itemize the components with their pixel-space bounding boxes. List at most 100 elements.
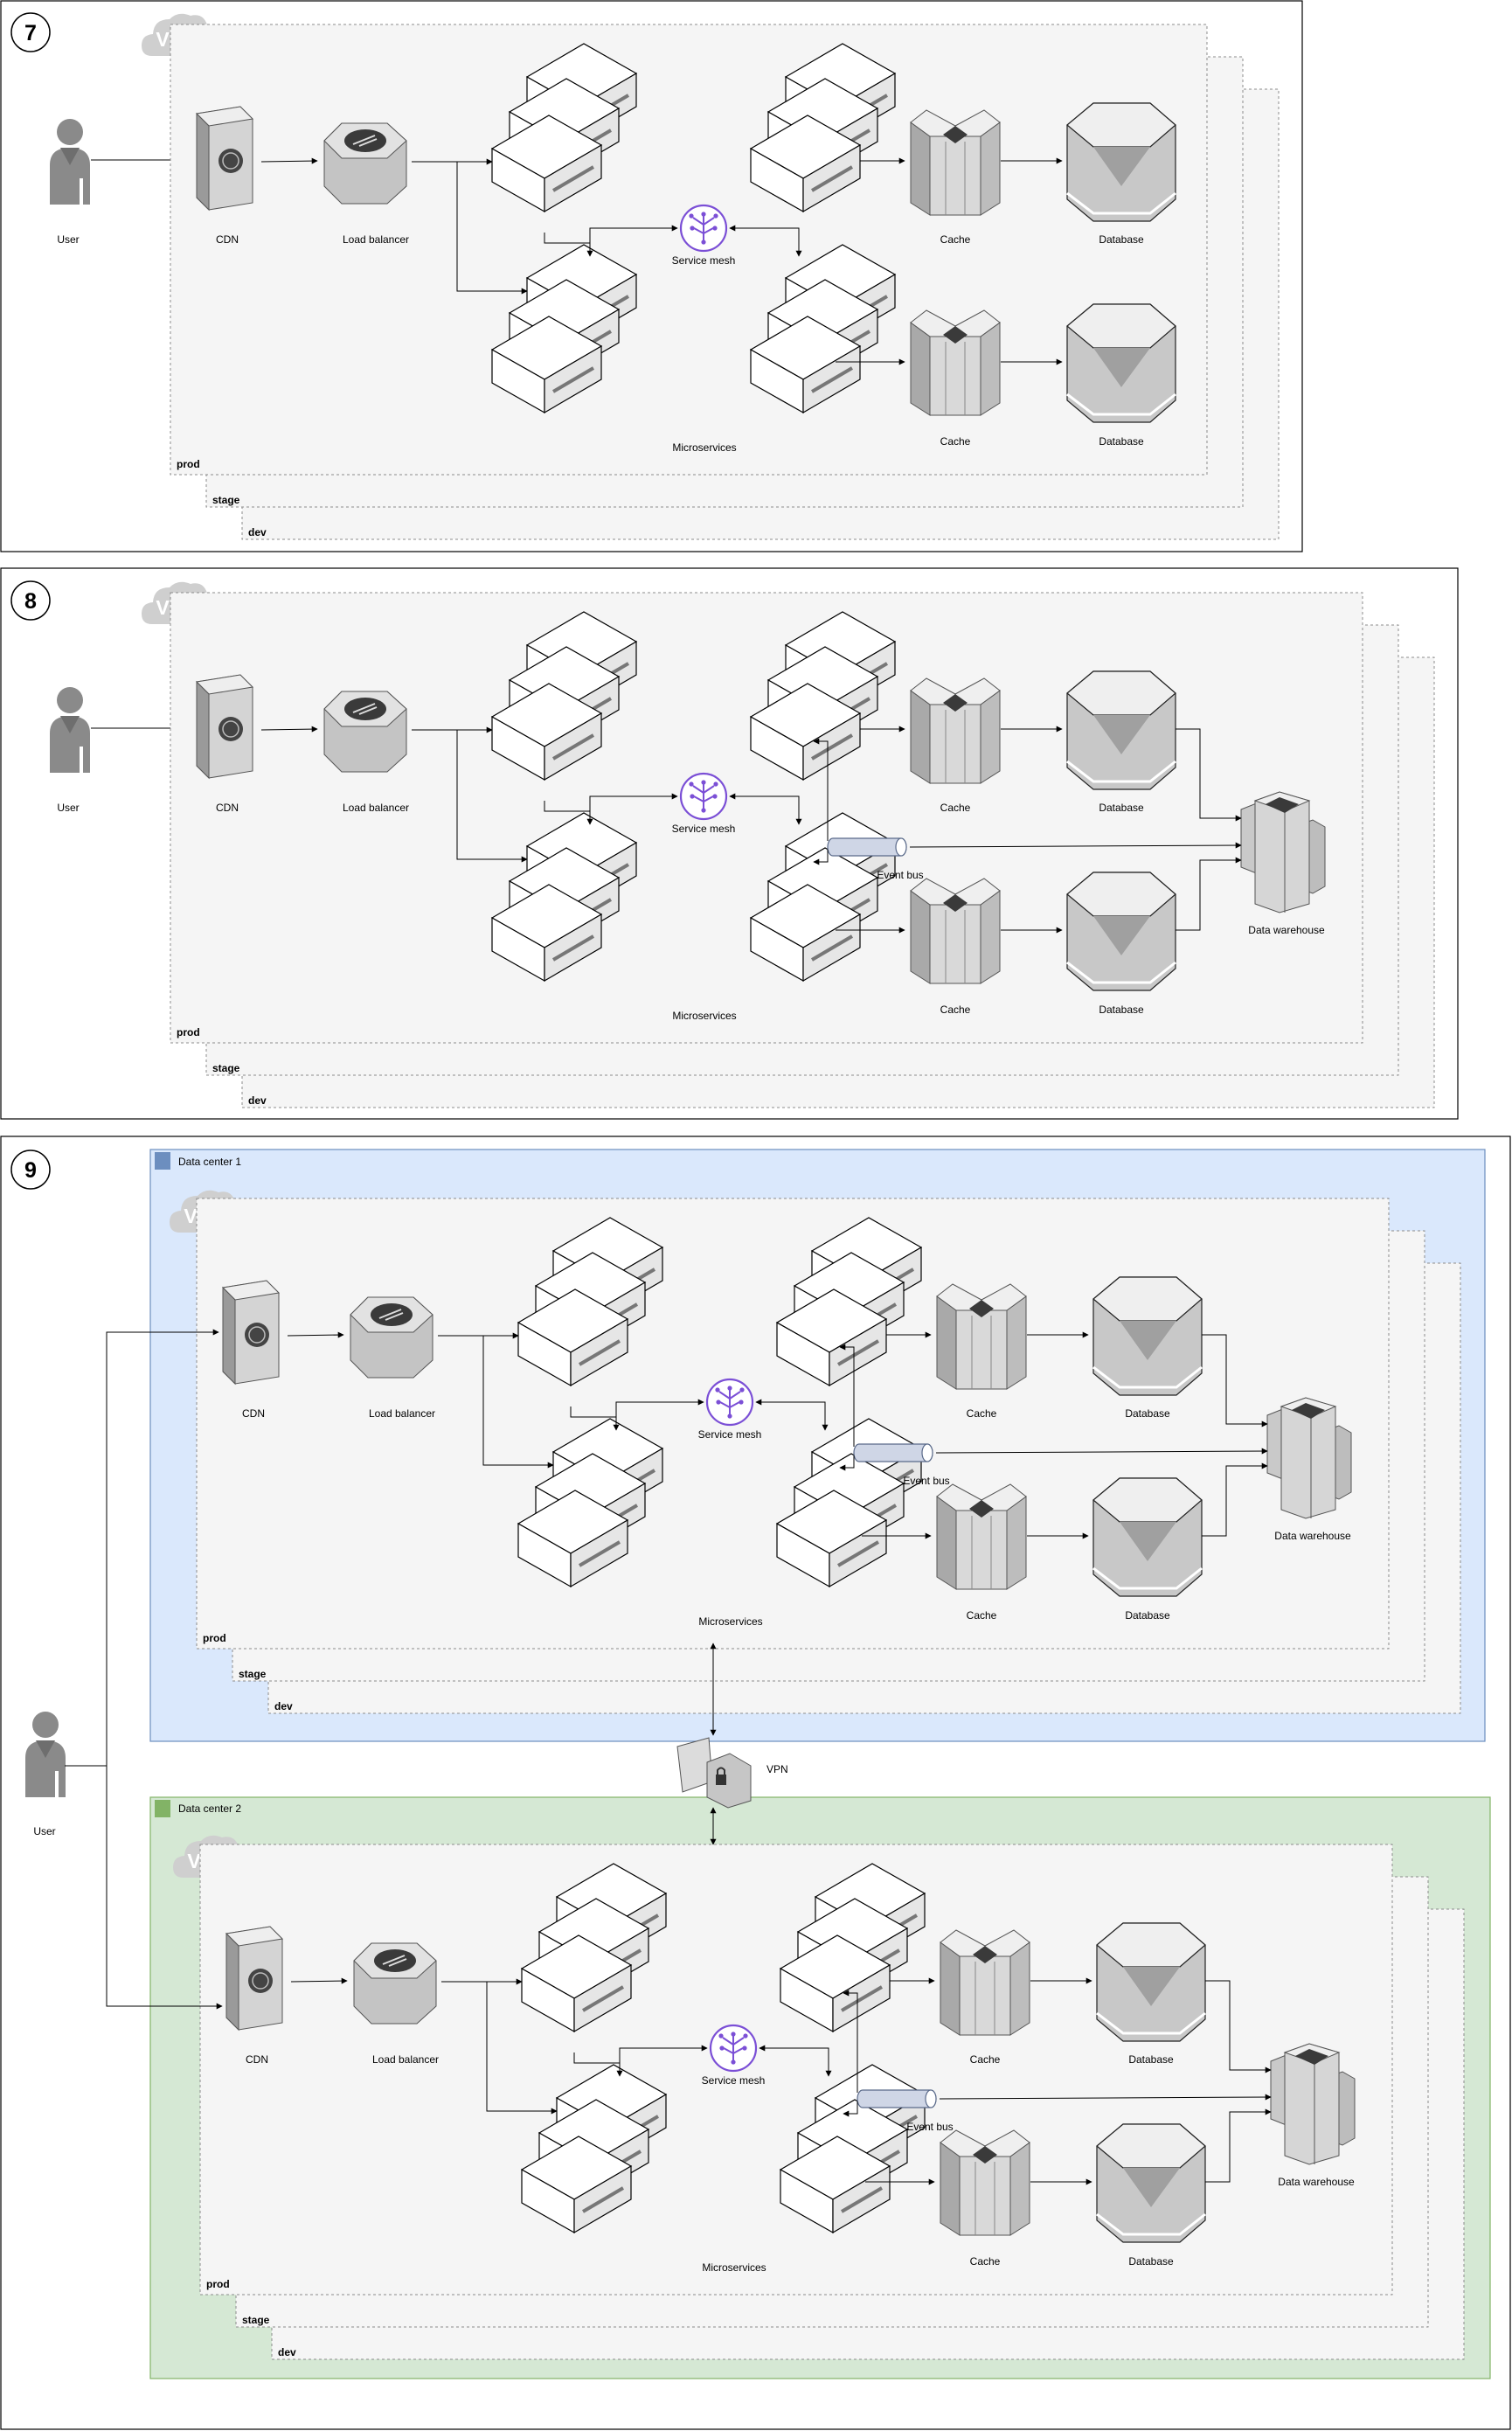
environment-prod-label: prod bbox=[206, 2278, 230, 2290]
mesh-node bbox=[712, 794, 718, 799]
user-collar bbox=[36, 1740, 55, 1758]
db-facet bbox=[1093, 348, 1150, 387]
service-mesh-label: Service mesh bbox=[672, 254, 736, 267]
database-top-label: Database bbox=[1128, 2053, 1174, 2066]
cache-right bbox=[1006, 1496, 1027, 1590]
cache-left bbox=[910, 122, 931, 216]
user-collar bbox=[60, 148, 80, 165]
db-facet bbox=[1093, 147, 1150, 186]
user-body bbox=[25, 1740, 66, 1797]
service-mesh-icon bbox=[679, 204, 728, 253]
cdn-side bbox=[222, 1286, 236, 1386]
cache-top bbox=[910, 677, 1001, 705]
environment-dev-label: dev bbox=[248, 1094, 267, 1107]
database-icon bbox=[1096, 1922, 1206, 2042]
vpn-lock-shackle bbox=[717, 1767, 725, 1775]
mesh-branches bbox=[692, 216, 715, 240]
connector-arrow bbox=[260, 157, 318, 164]
panel-number-badge: 8 bbox=[10, 580, 51, 621]
user-to-cdn-dc2 bbox=[106, 1766, 223, 2010]
panel-number-badge: 7 bbox=[10, 12, 51, 52]
user-label: User bbox=[57, 233, 79, 246]
microservice-server-icon bbox=[749, 683, 862, 781]
lb-to-bottom-services bbox=[482, 1336, 554, 1469]
load-balancer-icon bbox=[323, 122, 407, 205]
cache-top bbox=[940, 2129, 1030, 2157]
service-mesh-icon bbox=[705, 1378, 754, 1427]
database-icon bbox=[1066, 102, 1176, 222]
bus-to-service bbox=[813, 850, 829, 865]
cache-lines bbox=[945, 710, 966, 783]
bus-end bbox=[925, 2089, 937, 2108]
mesh-node bbox=[716, 1400, 721, 1405]
server-slot bbox=[810, 366, 854, 393]
bus-end bbox=[895, 837, 907, 857]
cache-top bbox=[940, 1929, 1030, 1957]
environment-stage-label: stage bbox=[212, 494, 240, 506]
db-band bbox=[1092, 1566, 1203, 1590]
data-warehouse-icon bbox=[1266, 1397, 1352, 1519]
mesh-node bbox=[718, 2033, 724, 2039]
environment-stage-label: stage bbox=[239, 1668, 267, 1680]
lb-emblem bbox=[374, 1949, 416, 1972]
vpn-label: VPN bbox=[766, 1763, 788, 1775]
user-collar bbox=[60, 716, 80, 733]
cache-icon bbox=[936, 1283, 1027, 1390]
panel-number: 8 bbox=[24, 589, 37, 614]
server-slot bbox=[551, 165, 595, 192]
server-slot bbox=[581, 1985, 625, 2012]
cache-emblem bbox=[973, 1946, 997, 1963]
microservice-server-icon bbox=[749, 884, 862, 983]
cache-right bbox=[980, 690, 1001, 784]
db-band bbox=[1066, 760, 1176, 783]
cache-lines bbox=[945, 142, 966, 215]
db-bottom-to-warehouse bbox=[1205, 2108, 1272, 2183]
cache-icon bbox=[910, 677, 1001, 784]
user-head bbox=[57, 119, 83, 145]
service-mesh-label: Service mesh bbox=[672, 823, 736, 835]
mesh-node bbox=[712, 226, 718, 231]
db-top-to-warehouse bbox=[1176, 728, 1242, 822]
data-warehouse-icon bbox=[1240, 791, 1326, 913]
cdn-globe bbox=[245, 1323, 269, 1347]
cache-top bbox=[936, 1283, 1027, 1311]
connector-arrow bbox=[290, 1977, 348, 1984]
cache-lines bbox=[974, 2162, 995, 2235]
mesh-node bbox=[727, 1386, 732, 1391]
microservice-server-icon bbox=[490, 316, 603, 414]
db-band bbox=[1066, 961, 1176, 984]
load-balancer-icon bbox=[350, 1296, 433, 1379]
microservices-label: Microservices bbox=[702, 2261, 766, 2274]
badge-circle bbox=[10, 580, 51, 621]
user-body bbox=[50, 148, 90, 205]
bus-to-service bbox=[839, 1455, 855, 1471]
panel-7: 7VPCUserdevstageprodCDNLoad balancerServ… bbox=[0, 0, 1303, 552]
mesh-branches bbox=[718, 1390, 741, 1414]
cache-bottom-label: Cache bbox=[970, 2255, 1001, 2268]
mesh-node bbox=[739, 1400, 744, 1405]
environment-prod-frame bbox=[170, 592, 1363, 1044]
mesh-node bbox=[701, 212, 706, 217]
cache-front bbox=[929, 904, 981, 984]
environment-prod-label: prod bbox=[177, 1026, 200, 1038]
microservices-label: Microservices bbox=[672, 1010, 736, 1022]
environment-dev-label: dev bbox=[278, 2346, 296, 2358]
db-band bbox=[1096, 2011, 1206, 2035]
cdn-label: CDN bbox=[216, 802, 239, 814]
mesh-node bbox=[701, 808, 706, 813]
microservice-server-icon bbox=[517, 1490, 629, 1588]
bus-to-warehouse bbox=[935, 1448, 1268, 1455]
database-bottom-label: Database bbox=[1099, 435, 1144, 448]
cache-top bbox=[910, 878, 1001, 906]
cache-right bbox=[980, 122, 1001, 216]
lb-emblem bbox=[344, 129, 386, 152]
cache-emblem bbox=[969, 1500, 994, 1518]
mesh-node bbox=[689, 213, 694, 219]
cache-icon bbox=[940, 2129, 1030, 2236]
cache-lines bbox=[974, 1962, 995, 2035]
cache-front bbox=[929, 704, 981, 784]
mesh-node bbox=[701, 780, 706, 785]
